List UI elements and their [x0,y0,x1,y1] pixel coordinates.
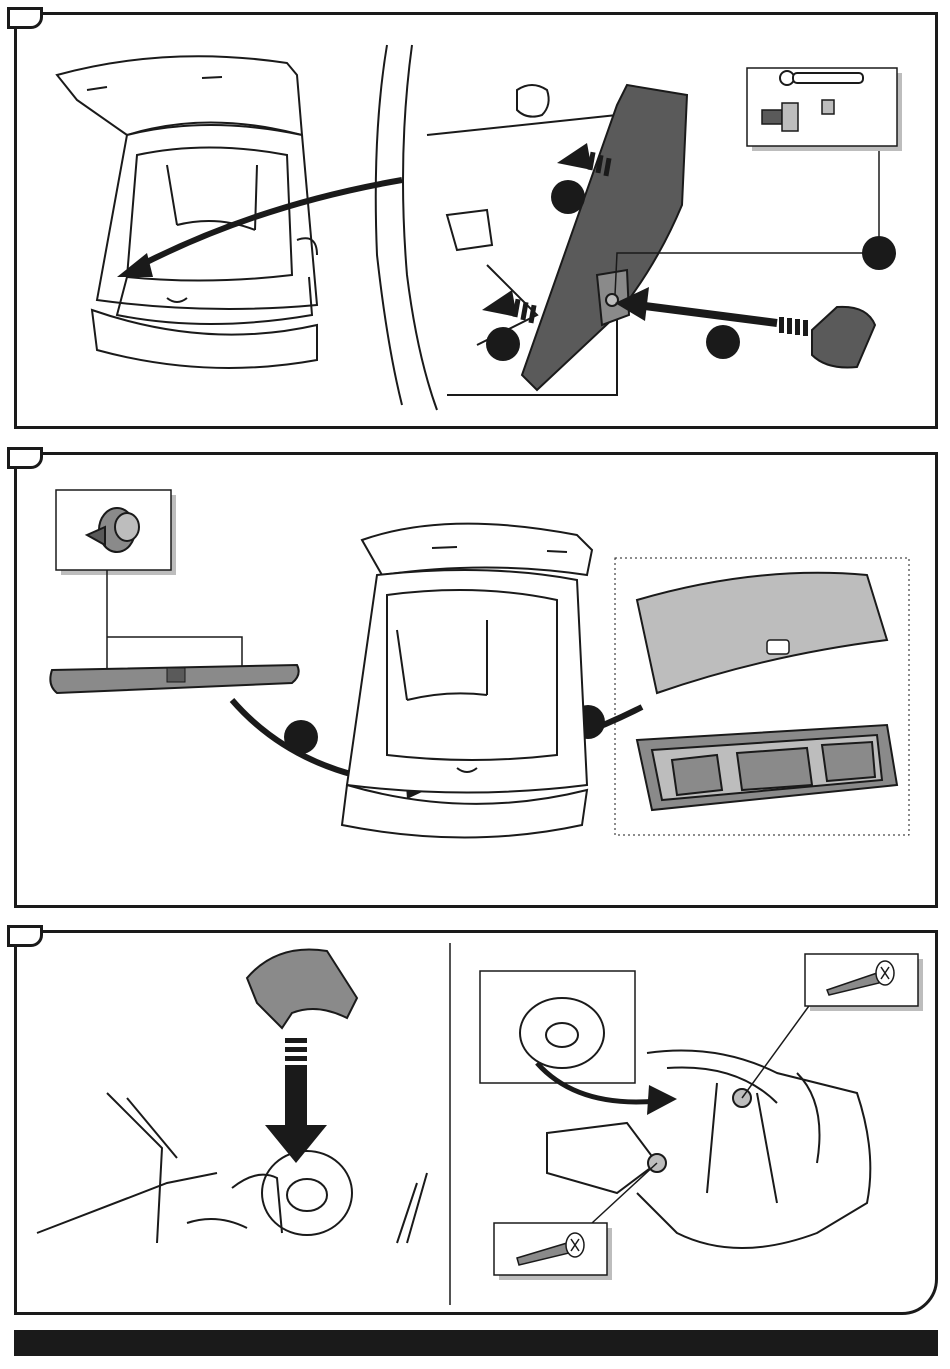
ratchet-wrench-icon [780,71,863,85]
suv-rear-open-tailgate-2 [342,524,592,838]
steering-inset-box [480,971,635,1083]
footer-bar [14,1330,938,1356]
callout-marker-2 [486,327,520,361]
clip-inset-box [56,490,176,575]
step-panel-1 [14,12,938,429]
step-panel-3 [14,930,938,1315]
callout-marker-1 [551,180,585,214]
side-trim-closeup [376,45,687,410]
arrow-to-bolt [615,287,808,336]
dashboard-interior [37,1093,427,1243]
step-panel-2 [14,452,938,908]
callout-marker-3 [706,325,740,359]
step-number-tab-2 [7,447,43,469]
step-3-illustration [17,933,935,1312]
step-number-tab-3 [7,925,43,947]
socket-icon [822,100,834,114]
step-number-tab-1 [7,7,43,29]
step-2-illustration [17,455,935,905]
trunk-tray-part [637,725,897,810]
screw-inset-top [805,954,923,1011]
tool-inset-box [747,68,902,151]
callout-marker-5 [284,720,318,754]
step-1-illustration [17,15,935,426]
tonneau-cover-part [637,573,887,693]
steering-column-cover-part [247,950,357,1028]
screw-inset-bottom [494,1223,612,1280]
bolt-cap-part [812,307,875,368]
arrow-down-to-column [265,1038,327,1163]
